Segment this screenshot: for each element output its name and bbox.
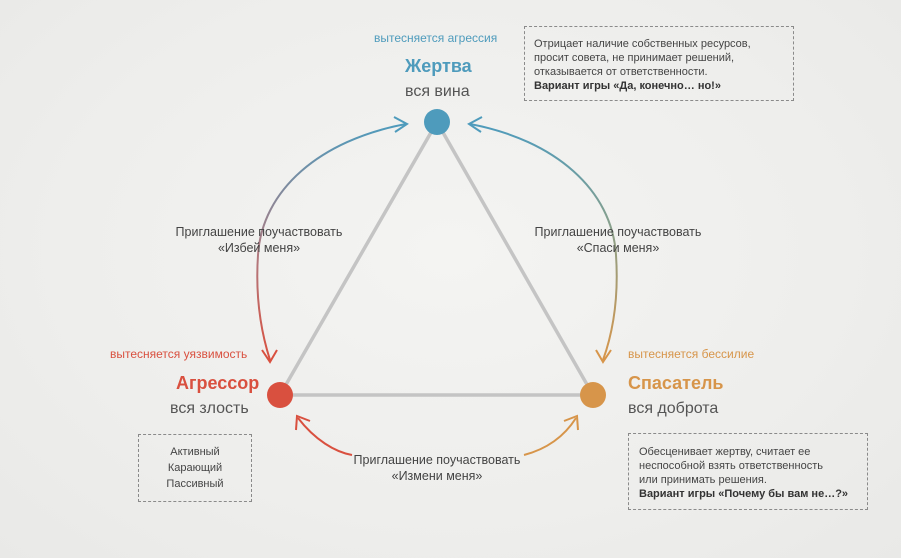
arrowhead-to-victim-left	[393, 116, 409, 133]
aggressor-repressed-label: вытесняется уязвимость	[110, 347, 248, 361]
left-arc	[256, 123, 407, 361]
arrowhead-to-aggressor	[261, 349, 278, 364]
right-arc	[469, 123, 618, 361]
rescuer-repressed-label: вытесняется бессилие	[628, 347, 755, 361]
invitation-right-line2: «Спаси меня»	[576, 241, 660, 255]
rescuer-description-box: Обесценивает жертву, считает ее неспособ…	[628, 433, 868, 510]
invitation-bottom: Приглашение поучаствовать «Измени меня»	[343, 452, 531, 484]
aggressor-type-item: Активный	[170, 446, 220, 458]
rescuer-box-line: или принимать решения.	[639, 474, 767, 486]
arrowhead-bottom-left	[295, 414, 311, 431]
victim-box-line: отказывается от ответственности.	[534, 66, 708, 78]
victim-repressed-label: вытесняется агрессия	[374, 31, 498, 45]
invitation-left-line2: «Избей меня»	[217, 241, 301, 255]
arrowhead-to-victim-right	[467, 116, 483, 133]
victim-name: Жертва	[405, 56, 472, 76]
invitation-bottom-line2: «Измени меня»	[391, 469, 483, 483]
victim-box-line: Отрицает наличие собственных ресурсов,	[534, 38, 751, 50]
aggressor-type-item: Пассивный	[166, 478, 224, 490]
rescuer-name: Спасатель	[628, 373, 724, 393]
arrowhead-bottom-right	[563, 414, 579, 431]
arrowhead-to-rescuer	[595, 349, 612, 364]
invitation-right: Приглашение поучаствовать «Спаси меня»	[524, 224, 712, 256]
bottom-arc-left	[297, 417, 353, 456]
aggressor-sub: вся злость	[170, 400, 249, 417]
aggressor-name: Агрессор	[176, 373, 260, 393]
victim-box-line: просит совета, не принимает решений,	[534, 52, 735, 64]
rescuer-node	[580, 382, 606, 408]
bottom-arc-right	[523, 417, 577, 456]
triangle	[278, 120, 595, 397]
rescuer-box-game: Вариант игры «Почему бы вам не…?»	[639, 488, 849, 500]
victim-sub: вся вина	[405, 83, 470, 100]
rescuer-box-line: Обесценивает жертву, считает ее	[639, 446, 811, 458]
invitation-left-line1: Приглашение поучаствовать	[175, 225, 343, 239]
aggressor-node	[267, 382, 293, 408]
invitation-bottom-line1: Приглашение поучаствовать	[353, 453, 521, 467]
victim-node	[424, 109, 450, 135]
invitation-left: Приглашение поучаствовать «Избей меня»	[165, 224, 353, 256]
victim-box-game: Вариант игры «Да, конечно… но!»	[534, 80, 721, 92]
aggressor-type-item: Карающий	[167, 462, 223, 474]
aggressor-types-box: Активный Карающий Пассивный	[138, 434, 252, 502]
rescuer-sub: вся доброта	[628, 400, 719, 417]
invitation-right-line1: Приглашение поучаствовать	[534, 225, 702, 239]
rescuer-box-line: неспособной взять ответственность	[639, 460, 823, 472]
victim-description-box: Отрицает наличие собственных ресурсов, п…	[524, 26, 794, 101]
